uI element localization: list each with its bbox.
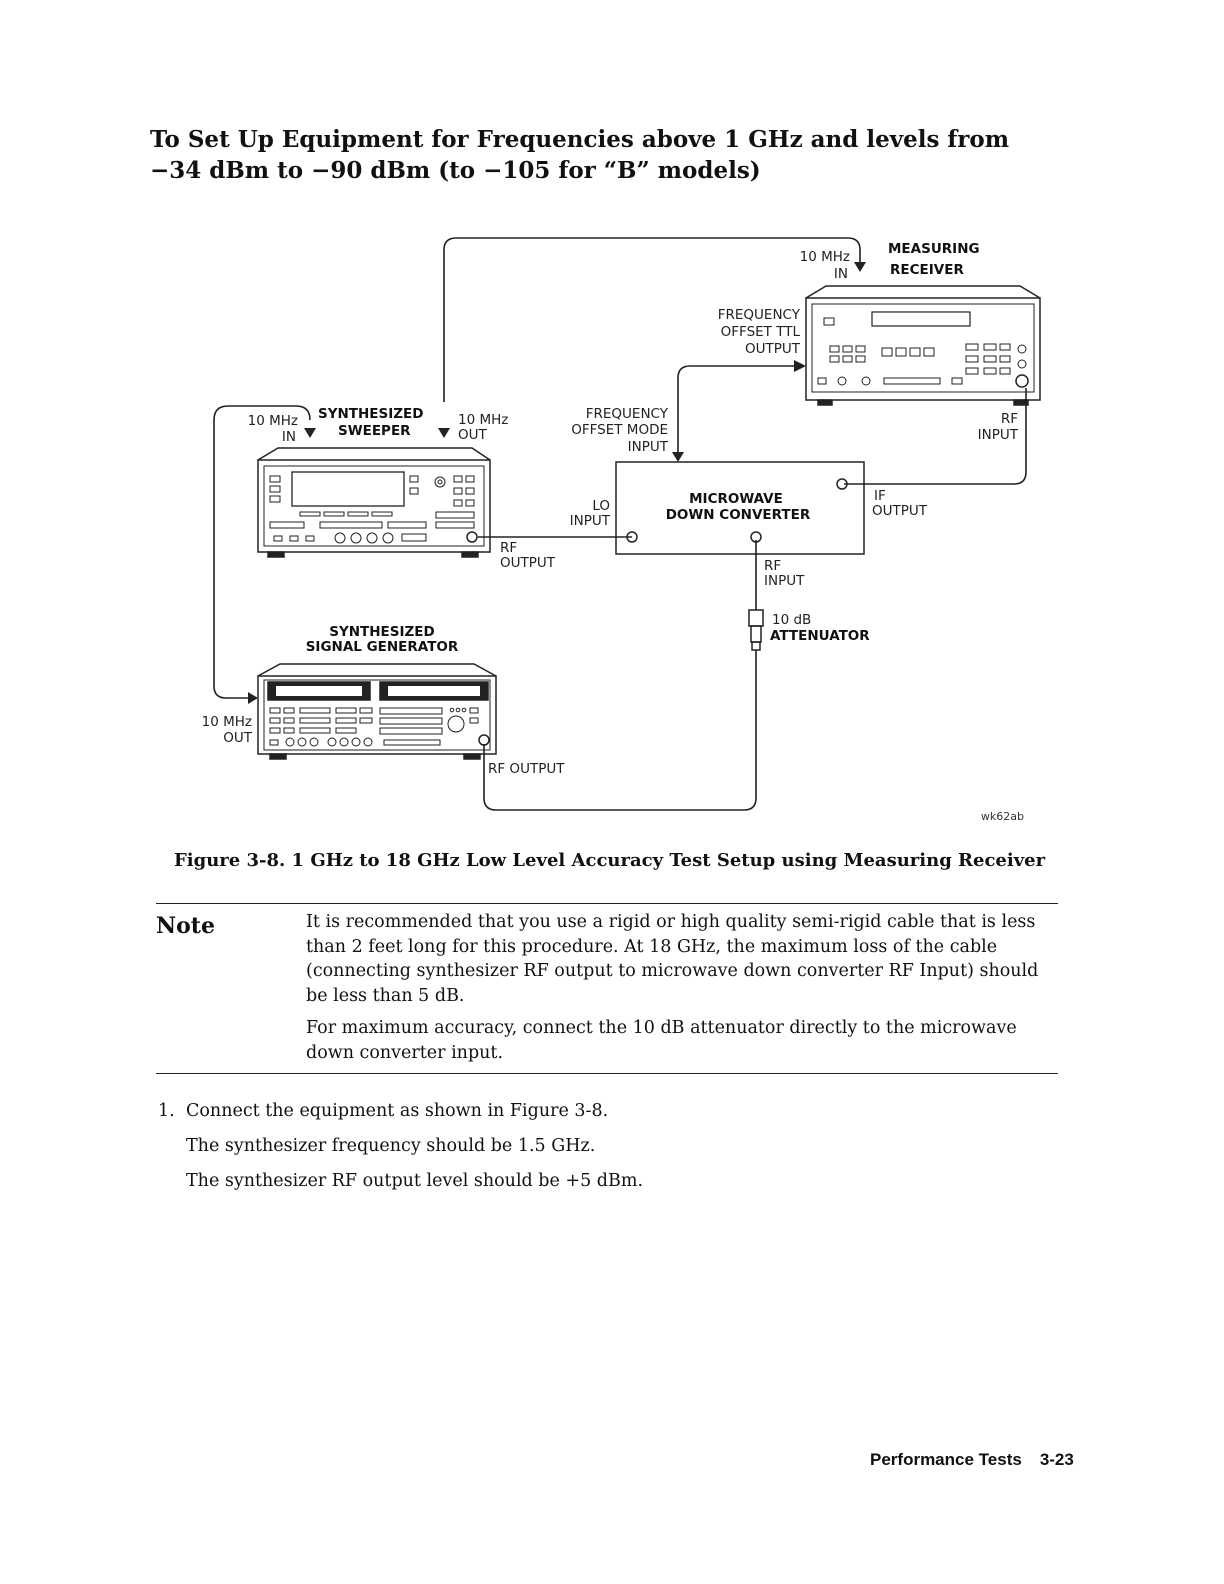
arrow-ttl-output bbox=[794, 360, 806, 372]
section-heading: To Set Up Equipment for Frequencies abov… bbox=[150, 124, 1050, 186]
heading-line-1: To Set Up Equipment for Frequencies abov… bbox=[150, 126, 1010, 153]
attenuator-label: 10 dB bbox=[772, 612, 811, 628]
figure-caption: Figure 3-8. 1 GHz to 18 GHz Low Level Ac… bbox=[174, 850, 1046, 871]
heading-line-2: −34 dBm to −90 dBm (to −105 for “B” mode… bbox=[150, 157, 761, 184]
cable-siggen-rf-to-attenuator bbox=[483, 650, 757, 811]
cable-ttl-output-to-offset-mode bbox=[677, 365, 798, 452]
port-label: OUTPUT bbox=[872, 503, 928, 519]
synthesized-sweeper bbox=[257, 447, 491, 558]
port-label: IN bbox=[282, 429, 296, 445]
attenuator-label: ATTENUATOR bbox=[770, 628, 870, 644]
synthesized-signal-generator bbox=[257, 663, 497, 760]
port-label: FREQUENCY bbox=[718, 307, 801, 323]
sweeper-title: SWEEPER bbox=[338, 423, 411, 439]
port-label: IF bbox=[874, 488, 886, 504]
port-label: RF bbox=[1001, 411, 1018, 427]
sweeper-title: SYNTHESIZED bbox=[318, 406, 424, 422]
cable-sweeper-out-to-receiver-in bbox=[443, 237, 861, 402]
step-number: 1. bbox=[158, 1101, 175, 1121]
port-label: INPUT bbox=[764, 573, 805, 589]
page-number: 3-23 bbox=[1039, 1450, 1074, 1469]
note-paragraph: It is recommended that you use a rigid o… bbox=[306, 912, 1039, 1006]
port-label: 10 MHz bbox=[248, 413, 298, 429]
arrow-sweeper-10mhz-in bbox=[304, 428, 316, 438]
arrow-receiver-10mhz-in bbox=[854, 262, 866, 272]
port-label: RF OUTPUT bbox=[488, 761, 565, 777]
arrow-sweeper-10mhz-out bbox=[438, 428, 450, 438]
cable-siggen-out-to-sweeper-in bbox=[213, 405, 311, 699]
siggen-title: SYNTHESIZED bbox=[329, 624, 435, 640]
step-text: Connect the equipment as shown in Figure… bbox=[186, 1101, 609, 1121]
footer-section: Performance Tests bbox=[870, 1450, 1022, 1469]
microwave-down-converter bbox=[615, 461, 865, 555]
port-label: INPUT bbox=[570, 513, 611, 529]
port-label: OFFSET MODE bbox=[571, 422, 668, 438]
step-detail: The synthesizer frequency should be 1.5 … bbox=[186, 1136, 596, 1156]
note-label: Note bbox=[156, 913, 215, 939]
test-setup-diagram: MEASURING RECEIVER 10 MHz IN FREQUENCY O… bbox=[202, 237, 1041, 823]
step-item: 1. Connect the equipment as shown in Figu… bbox=[158, 1099, 1058, 1123]
procedure-steps: 1. Connect the equipment as shown in Figu… bbox=[158, 1099, 1058, 1204]
port-label: 10 MHz bbox=[202, 714, 252, 730]
port-label: 10 MHz bbox=[458, 412, 508, 428]
port-label: OUTPUT bbox=[745, 341, 801, 357]
port-label: RF bbox=[764, 558, 781, 574]
port-label: IN bbox=[834, 266, 848, 282]
arrow-siggen-10mhz-in bbox=[248, 692, 258, 704]
step-detail: The synthesizer RF output level should b… bbox=[186, 1171, 644, 1191]
note-body: It is recommended that you use a rigid o… bbox=[306, 910, 1054, 1073]
port-label: OUTPUT bbox=[500, 555, 556, 571]
port-label: INPUT bbox=[628, 439, 669, 455]
port-label: OFFSET TTL bbox=[721, 324, 801, 340]
cable-if-output-to-receiver-rf-in bbox=[844, 388, 1027, 485]
measuring-receiver bbox=[805, 285, 1041, 406]
attenuator bbox=[748, 609, 764, 651]
note-bottom-rule bbox=[156, 1073, 1058, 1074]
port-label: RF bbox=[500, 540, 517, 556]
note-paragraph: For maximum accuracy, connect the 10 dB … bbox=[306, 1018, 1017, 1063]
note-top-rule bbox=[156, 903, 1058, 904]
port-label: OUT bbox=[458, 427, 488, 443]
port-label: OUT bbox=[223, 730, 253, 746]
figure-code: wk62ab bbox=[981, 810, 1024, 823]
port-label: LO bbox=[592, 498, 610, 514]
downconverter-title: DOWN CONVERTER bbox=[666, 507, 811, 523]
port-label: FREQUENCY bbox=[586, 406, 669, 422]
downconverter-title: MICROWAVE bbox=[689, 491, 783, 507]
measuring-receiver-title: MEASURING bbox=[888, 241, 980, 257]
page-footer: Performance Tests 3-23 bbox=[870, 1450, 1074, 1470]
arrow-offset-mode-input bbox=[672, 452, 684, 462]
siggen-title: SIGNAL GENERATOR bbox=[306, 639, 459, 655]
port-label: INPUT bbox=[978, 427, 1019, 443]
measuring-receiver-title: RECEIVER bbox=[890, 262, 964, 278]
port-label: 10 MHz bbox=[800, 249, 850, 265]
